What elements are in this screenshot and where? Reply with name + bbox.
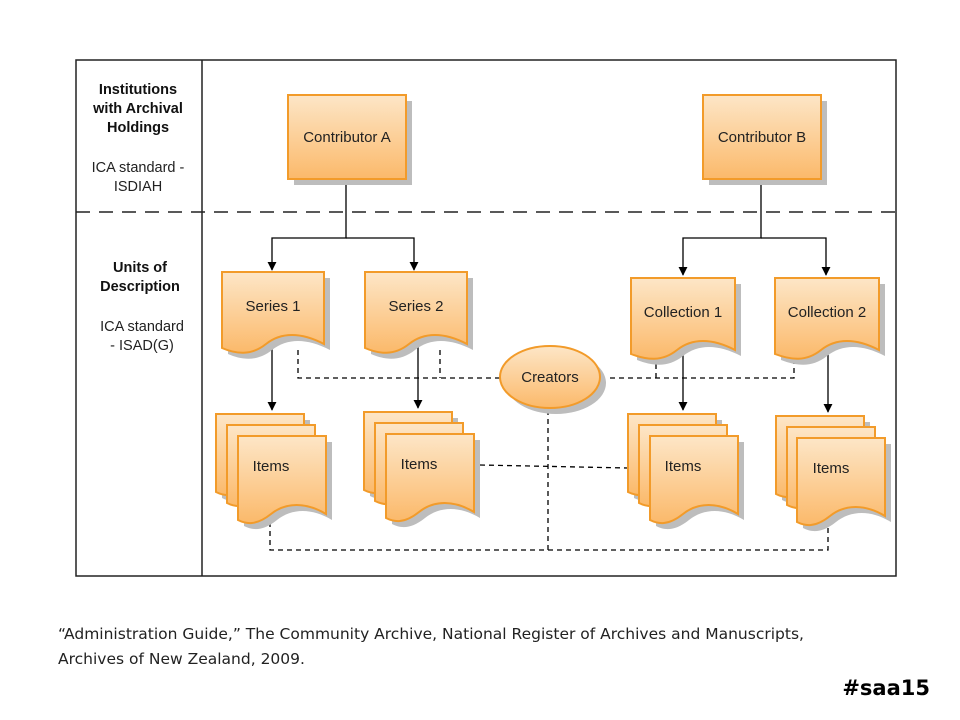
node-creators: Creators [499, 345, 606, 414]
contributor-b-label: Contributor B [718, 129, 806, 146]
arrow-contributor-a-series1 [267, 180, 347, 271]
arrow-contributor-b-collection2 [761, 237, 831, 276]
isadg-standard-line-2: - ISAD(G) [110, 338, 174, 354]
citation-line-1: “Administration Guide,” The Community Ar… [58, 625, 804, 643]
isdiah-standard-line-2: ISDIAH [114, 179, 162, 195]
hierarchy-arrows [267, 180, 833, 413]
items-bottom-link-right [548, 525, 829, 551]
node-items-2: Items [363, 411, 480, 528]
citation: “Administration Guide,” The Community Ar… [58, 622, 938, 672]
creator-link-series1 [297, 350, 500, 379]
isadg-standard-line-1: ICA standard [100, 319, 184, 335]
node-items-3: Items [627, 413, 744, 530]
series-2-label: Series 2 [388, 298, 443, 315]
node-collection-1: Collection 1 [630, 277, 741, 365]
items-1-label: Items [253, 458, 290, 475]
items-4-label: Items [813, 460, 850, 477]
sidebar-section-units: Units of Description ICA standard - ISAD… [100, 260, 184, 354]
arrow-contributor-b-collection1 [678, 180, 762, 276]
collection-1-label: Collection 1 [644, 304, 722, 321]
node-items-4: Items [775, 415, 891, 532]
diagram-border [75, 59, 897, 577]
items-3-label: Items [665, 458, 702, 475]
collection-2-label: Collection 2 [788, 304, 866, 321]
items-bottom-link [269, 522, 548, 551]
arrow-contributor-a-series2 [346, 237, 419, 271]
citation-line-2: Archives of New Zealand, 2009. [58, 650, 305, 668]
units-title-line-2: Description [100, 279, 180, 295]
items-2-label: Items [401, 456, 438, 473]
node-collection-2: Collection 2 [774, 277, 885, 365]
institutions-title-line-1: Institutions [99, 82, 177, 98]
institutions-title-line-3: Holdings [107, 120, 169, 136]
contributor-a-label: Contributor A [303, 129, 391, 146]
node-series-1: Series 1 [221, 271, 330, 359]
series-1-label: Series 1 [245, 298, 300, 315]
units-title-line-1: Units of [113, 260, 167, 276]
sidebar-section-institutions: Institutions with Archival Holdings ICA … [92, 82, 185, 195]
node-items-1: Items [215, 413, 332, 530]
node-contributor-b: Contributor B [702, 94, 827, 185]
creators-label: Creators [521, 369, 579, 386]
hashtag: #saa15 [842, 676, 930, 700]
node-contributor-a: Contributor A [287, 94, 412, 185]
institutions-title-line-2: with Archival [92, 101, 183, 117]
items-link-2-3 [479, 464, 629, 469]
node-series-2: Series 2 [364, 271, 473, 359]
isdiah-standard-line-1: ICA standard - [92, 160, 185, 176]
